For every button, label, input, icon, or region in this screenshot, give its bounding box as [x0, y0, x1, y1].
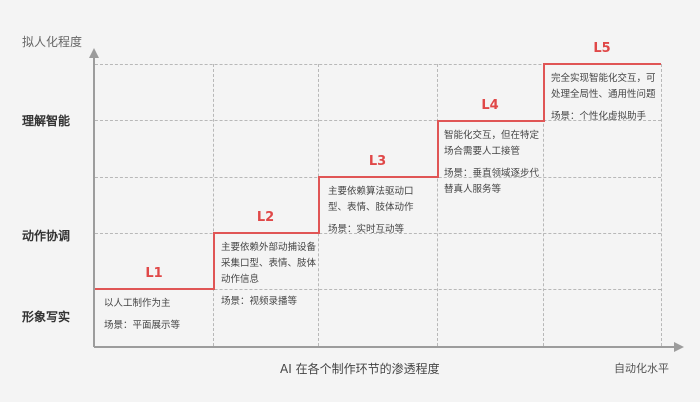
- y-axis-title: 拟人化程度: [22, 35, 83, 49]
- y-label-motion: 动作协调: [22, 229, 71, 243]
- step-riser: [318, 176, 320, 234]
- level-desc: 智能化交互，但在特定场合需要人工接管: [444, 130, 540, 157]
- grid-line: [437, 64, 438, 346]
- y-label-understanding: 理解智能: [22, 114, 71, 128]
- grid-line: [95, 120, 661, 121]
- step-riser: [543, 63, 545, 122]
- x-axis-end-label: 自动化水平: [614, 362, 669, 375]
- level-card-l1: 以人工制作为主 场景：平面展示等: [104, 296, 212, 334]
- y-axis-arrow-icon: [89, 48, 99, 58]
- level-card-l4: 智能化交互，但在特定场合需要人工接管 场景：垂直领域逐步代替真人服务等: [444, 128, 542, 198]
- level-scene: 场景：视频录播等: [221, 296, 298, 307]
- x-axis-title: AI 在各个制作环节的渗透程度: [280, 362, 440, 376]
- step-line-l1: [95, 288, 215, 290]
- step-line-l4: [437, 120, 545, 122]
- level-label-l5: L5: [593, 41, 611, 56]
- level-scene: 场景：个性化虚拟助手: [551, 111, 647, 122]
- level-label-l1: L1: [145, 266, 163, 281]
- y-axis: [93, 58, 95, 347]
- grid-line: [213, 64, 214, 346]
- grid-line: [543, 64, 544, 346]
- grid-line: [95, 233, 661, 234]
- step-line-l2: [213, 232, 320, 234]
- level-card-l2: 主要依赖外部动捕设备采集口型、表情、肢体动作信息 场景：视频录播等: [221, 240, 317, 310]
- level-label-l3: L3: [368, 154, 387, 169]
- level-label-l2: L2: [256, 210, 275, 225]
- level-scene: 场景：实时互动等: [328, 224, 405, 235]
- grid-line: [95, 289, 661, 290]
- grid-line: [95, 64, 661, 65]
- level-desc: 完全实现智能化交互，可处理全局性、通用性问题: [551, 73, 656, 100]
- step-line-l5: [543, 63, 661, 65]
- level-label-l4: L4: [481, 98, 499, 113]
- level-scene: 场景：垂直领域逐步代替真人服务等: [444, 168, 540, 195]
- level-desc: 主要依赖算法驱动口型、表情、肢体动作: [328, 186, 414, 213]
- level-card-l3: 主要依赖算法驱动口型、表情、肢体动作 场景：实时互动等: [328, 184, 430, 238]
- level-card-l5: 完全实现智能化交互，可处理全局性、通用性问题 场景：个性化虚拟助手: [551, 71, 657, 125]
- x-axis-arrow-icon: [674, 342, 684, 352]
- x-axis: [94, 346, 676, 348]
- level-scene: 场景：平面展示等: [104, 320, 181, 331]
- step-line-l3: [318, 176, 439, 178]
- step-riser: [213, 232, 215, 290]
- level-desc: 主要依赖外部动捕设备采集口型、表情、肢体动作信息: [221, 242, 317, 285]
- y-label-appearance: 形象写实: [22, 310, 71, 324]
- grid-line: [661, 64, 662, 346]
- step-riser: [437, 120, 439, 178]
- level-desc: 以人工制作为主: [104, 298, 171, 309]
